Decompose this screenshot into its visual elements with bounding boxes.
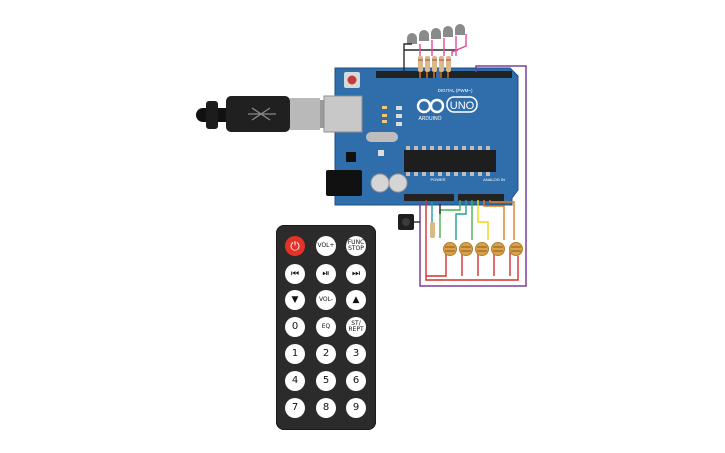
top-wires [403, 34, 467, 78]
button-6[interactable]: 6 [346, 371, 366, 391]
led-1 [407, 33, 417, 44]
power-header [404, 194, 454, 201]
analog-label: ANALOG IN [483, 177, 505, 182]
led-3 [431, 28, 441, 39]
func-stop-button[interactable]: FUNC STOP [346, 236, 366, 256]
status-led-l [382, 106, 387, 109]
arduino-logo-icon [416, 98, 445, 114]
vol-down-button[interactable]: VOL- [316, 290, 336, 310]
button-5[interactable]: 5 [316, 371, 336, 391]
status-led-tx [382, 114, 387, 117]
button-1[interactable]: 1 [285, 344, 305, 364]
board-name: UNO [450, 100, 475, 112]
down-button[interactable]: ▼ [285, 290, 305, 310]
power-icon: ⏻ [290, 239, 300, 253]
led-resistors[interactable] [418, 56, 451, 72]
digital-label: DIGITAL (PWM~) [438, 88, 473, 93]
button-4[interactable]: 4 [285, 371, 305, 391]
button-0[interactable]: 0 [285, 317, 305, 337]
ir-remote[interactable]: ⏻ VOL+ FUNC STOP ⏮ ⏯ ⏭ ▼ VOL- ▲ 0 EQ ST/… [276, 225, 376, 430]
button-3[interactable]: 3 [346, 344, 366, 364]
led-4 [443, 26, 453, 37]
button-2[interactable]: 2 [316, 344, 336, 364]
digital-header-right [440, 71, 512, 78]
power-button[interactable]: ⏻ [285, 236, 305, 256]
bottom-wires [414, 200, 519, 281]
arduino-uno-board[interactable]: UNO ARDUINO DIGITAL (PWM~) ANALOG IN POW… [323, 67, 519, 206]
button-9[interactable]: 9 [346, 398, 366, 418]
ldr-4 [491, 242, 505, 256]
play-pause-icon: ⏯ [322, 268, 330, 279]
digital-header-left [376, 71, 436, 78]
ldr-5 [509, 242, 523, 256]
led-row[interactable] [407, 24, 465, 44]
play-pause-button[interactable]: ⏯ [316, 264, 336, 284]
up-arrow-icon: ▲ [352, 294, 360, 305]
eq-button[interactable]: EQ [316, 317, 336, 337]
next-icon: ⏭ [351, 268, 361, 279]
previous-button[interactable]: ⏮ [285, 264, 305, 284]
down-arrow-icon: ▼ [291, 294, 299, 305]
purple-wire [419, 65, 527, 287]
ldr-2 [459, 242, 473, 256]
status-led-rx [382, 120, 387, 123]
up-button[interactable]: ▲ [346, 290, 366, 310]
st-rept-button[interactable]: ST/ REPT [346, 317, 366, 337]
ldr-3 [475, 242, 489, 256]
led-2 [419, 30, 429, 41]
button-7[interactable]: 7 [285, 398, 305, 418]
microcontroller-chip [404, 150, 496, 172]
ir-resistor[interactable] [430, 222, 435, 238]
power-label: POWER [430, 177, 445, 182]
photoresistor-row[interactable] [443, 242, 523, 256]
brand-label: ARDUINO [418, 116, 441, 122]
analog-header [458, 194, 504, 201]
vol-up-button[interactable]: VOL+ [316, 236, 336, 256]
button-8[interactable]: 8 [316, 398, 336, 418]
led-5 [455, 24, 465, 35]
ir-receiver[interactable] [398, 214, 414, 230]
usb-cable[interactable] [196, 96, 334, 132]
power-jack [326, 170, 362, 196]
previous-icon: ⏮ [290, 268, 300, 279]
ldr-1 [443, 242, 457, 256]
next-button[interactable]: ⏭ [346, 264, 366, 284]
